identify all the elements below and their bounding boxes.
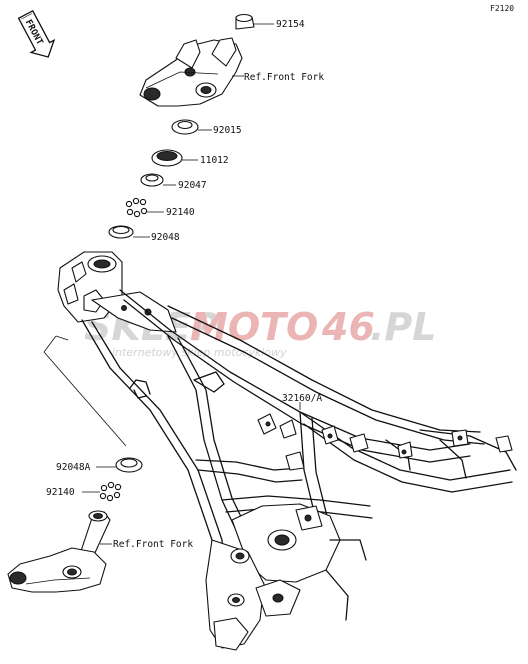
leader-bracket-steering-head (43, 335, 127, 447)
steel-balls-top (125, 197, 148, 218)
label-92140-top: 92140 (166, 207, 195, 218)
label-92140-bottom: 92140 (46, 487, 75, 498)
main-frame-32160 (57, 251, 517, 651)
nut-92015 (171, 119, 199, 135)
label-11012: 11012 (200, 155, 229, 166)
label-ref-front-fork-top: Ref.Front Fork (244, 72, 324, 83)
upper-triple-clamp (139, 37, 243, 107)
watermark-brand-3: 46 (321, 305, 375, 349)
seal-11012 (151, 149, 183, 167)
race-92047 (140, 173, 164, 187)
watermark-brand-2: MOTO (190, 305, 318, 349)
nut-92154 (235, 13, 255, 30)
label-92048: 92048 (151, 232, 180, 243)
label-92015: 92015 (213, 125, 242, 136)
label-92048A: 92048A (56, 462, 91, 473)
leader-bracket-tick (55, 335, 69, 341)
front-direction-badge: FRONT (17, 9, 56, 58)
watermark-brand-4: .PL (370, 305, 437, 349)
steel-balls-bottom (99, 481, 122, 502)
lower-triple-clamp (7, 510, 111, 593)
race-92048 (108, 225, 134, 239)
race-92048A (115, 457, 143, 473)
label-92154: 92154 (276, 19, 305, 30)
diagram-code: F2120 (490, 4, 514, 13)
label-32160: 32160/A (282, 393, 322, 404)
watermark-tagline: internetowy sklep motocyklowy (112, 346, 287, 359)
label-92047: 92047 (178, 180, 207, 191)
label-ref-front-fork-bottom: Ref.Front Fork (113, 539, 193, 550)
